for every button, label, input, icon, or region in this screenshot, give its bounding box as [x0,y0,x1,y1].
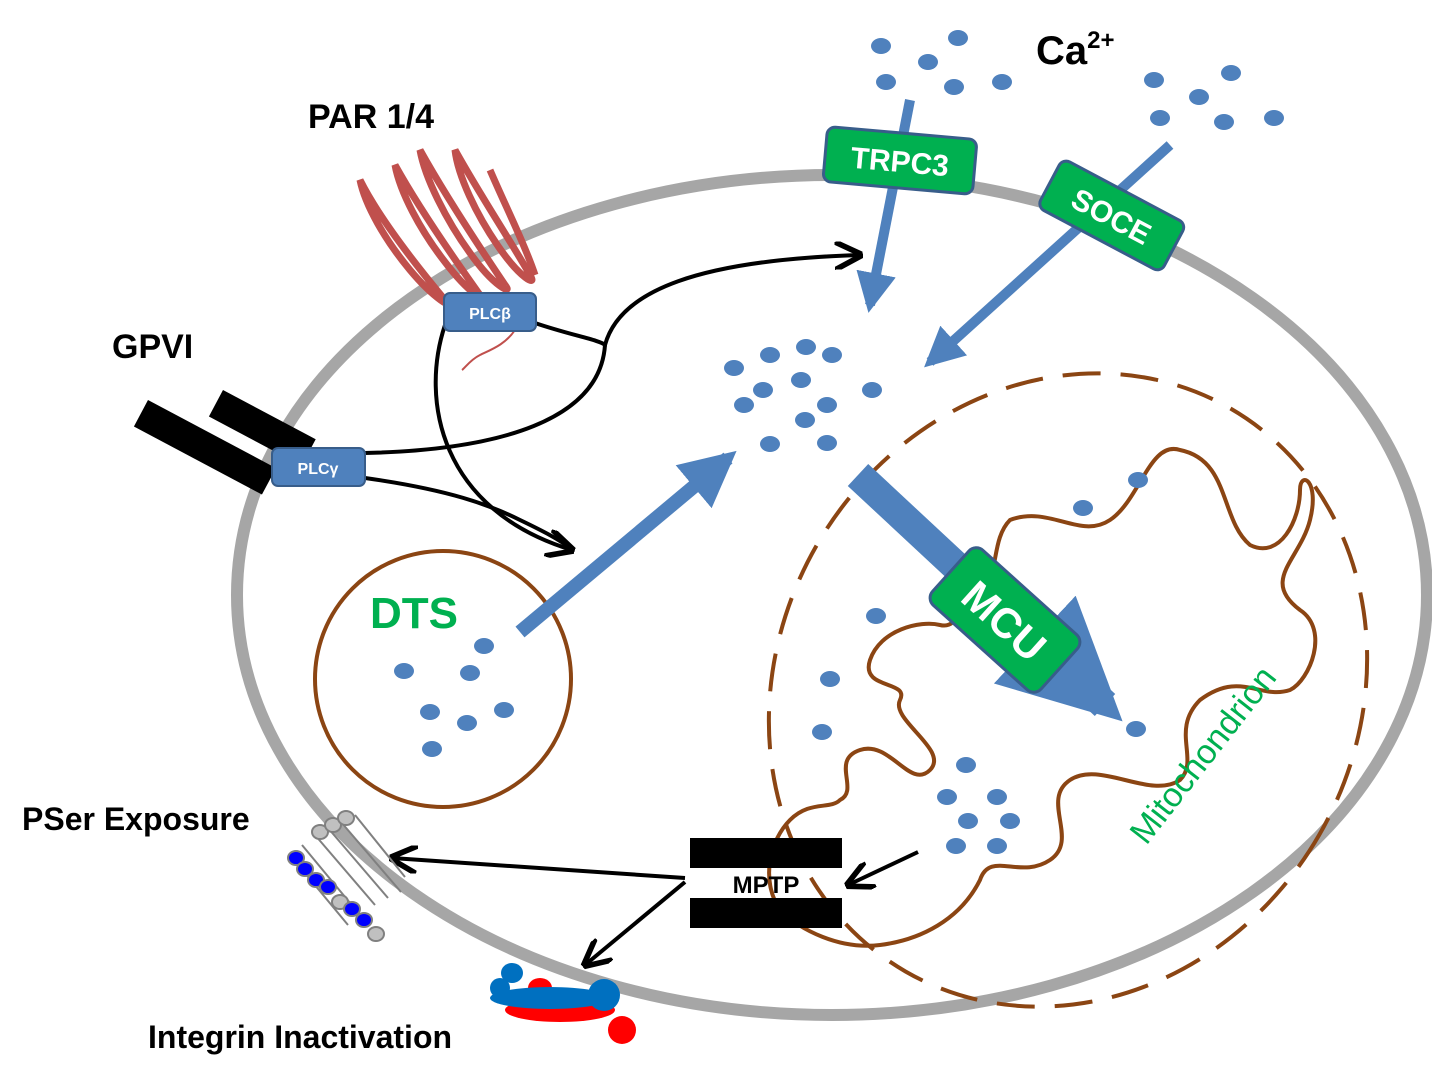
dts-organelle [313,549,573,809]
integrin-icon [490,963,636,1044]
mitochondrion-inner-membrane [767,446,1318,948]
soce-channel: SOCE [1038,159,1186,272]
plcb-box: PLCβ [443,292,537,332]
mptp-label: MPTP [733,872,800,899]
mitochondrion-label: Mitochondrion [1123,659,1284,851]
plcg-label: PLCγ [298,461,339,478]
par-receptor-icon [356,148,539,371]
mitochondrion-outer-membrane [766,371,1370,1009]
pser-exposure-label: PSer Exposure [22,801,250,837]
par-label: PAR 1/4 [308,98,434,136]
mptp-pore: MPTP [690,838,842,928]
gpvi-receptor-icon [133,390,316,495]
trpc3-channel: TRPC3 [822,125,978,196]
plcg-box: PLCγ [271,447,366,487]
calcium-label: Ca2+ [1036,27,1115,73]
calcium-label-base: Ca [1036,29,1088,73]
soce-influx-arrow [924,141,1174,368]
signaling-arrows [364,255,919,965]
integrin-inactivation-label: Integrin Inactivation [148,1019,452,1055]
dts-label: DTS [370,589,458,638]
calcium-label-charge: 2+ [1087,27,1114,54]
plcb-label: PLCβ [469,306,511,323]
gpvi-label: GPVI [112,328,193,366]
lipid-bilayer-icon [287,810,406,942]
dts-release-arrow [515,450,737,638]
calcium-ion-icon [394,30,1284,854]
